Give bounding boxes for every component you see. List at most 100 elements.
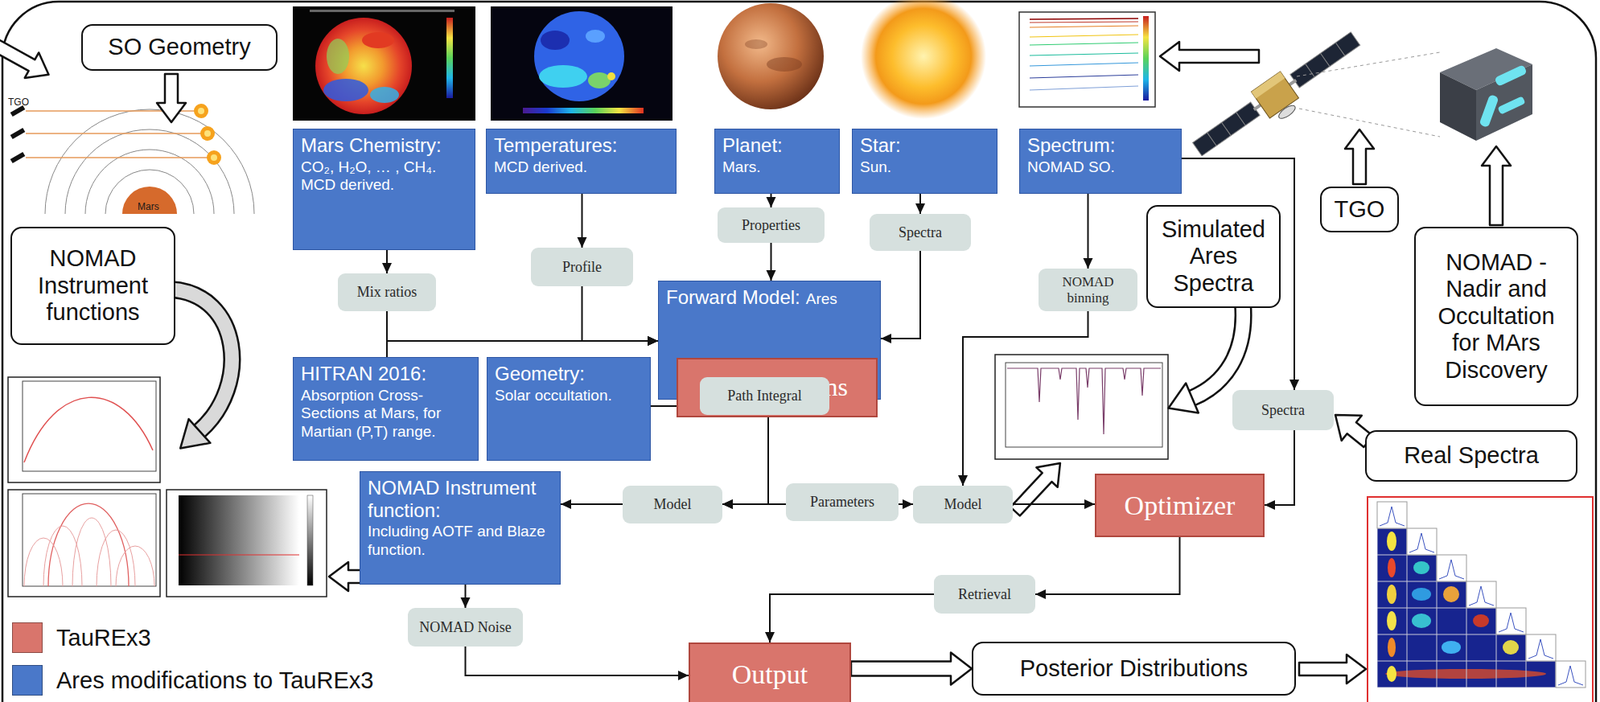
flow-arrow [386, 341, 659, 358]
flow-step-pill: NOMAD binning [1038, 268, 1138, 312]
aotf-function-plot [8, 377, 161, 483]
curved-hollow-arrow [1192, 304, 1244, 399]
temperature-map [490, 6, 673, 121]
box-heading-text: Model [653, 496, 692, 514]
nomad-instrument [1497, 95, 1526, 115]
occultation-geometry [204, 130, 211, 137]
flow-step-pill: Properties [717, 207, 825, 243]
flow-arrow [902, 499, 914, 510]
flow-arrow [915, 193, 926, 214]
nomad-instrument [1439, 72, 1477, 141]
spectrum-plot [1029, 18, 1139, 20]
box-heading-text: NOMAD binning [1044, 274, 1132, 306]
occultation-geometry [25, 132, 202, 135]
flow-arrow [647, 336, 659, 346]
flow-arrow [898, 499, 914, 510]
box-heading-text: Retrieval [958, 586, 1012, 604]
flow-arrow [766, 270, 777, 281]
box-heading-text: NOMAD - Nadir and Occultation for MArs D… [1423, 249, 1569, 384]
ares-module-box: Temperatures:MCD derived. [485, 128, 677, 194]
ares-module-box: Mars Chemistry:CO₂, H₂O, … , CH₄. MCD de… [292, 128, 476, 251]
box-heading-text: HITRAN 2016: [300, 362, 471, 386]
box-body-text: Including AOTF and Blaze function. [367, 522, 553, 560]
curved-hollow-arrow [1192, 304, 1244, 399]
hollow-flow-arrow [851, 653, 972, 686]
detector-image [307, 495, 313, 586]
flow-arrow [1264, 430, 1295, 511]
spectrum-plot [1029, 86, 1139, 91]
box-heading-text: Mars Chemistry: [300, 134, 468, 157]
corner-plot [1377, 608, 1497, 635]
box-heading-text: NOMAD Instrument function: [367, 477, 553, 522]
occultation-geometry [10, 103, 255, 214]
flow-arrow [386, 336, 659, 358]
mars-chemistry-map [361, 32, 395, 49]
box-body-text: Sun. [859, 158, 990, 177]
box-body-text: CO₂, H₂O, … , CH₄. MCD derived. [300, 158, 468, 196]
box-heading-text: Model [944, 496, 983, 514]
flow-arrow [962, 311, 1089, 486]
occultation-geometry [105, 169, 194, 214]
flow-arrow [1264, 500, 1276, 511]
mars-planet [717, 3, 824, 110]
callout-box: Simulated Ares Spectra [1146, 205, 1281, 309]
flow-step-pill: Profile [530, 247, 634, 287]
flow-arrow [1035, 537, 1181, 600]
flow-step-pill: Retrieval [933, 575, 1036, 614]
flow-arrow [722, 499, 786, 510]
flow-arrow [766, 242, 777, 281]
flow-arrow [958, 475, 968, 486]
figure-label: Mars [137, 201, 160, 213]
hollow-arrow [1159, 41, 1259, 71]
box-body-text: NOMAD SO. [1027, 158, 1174, 177]
spectrum-plot [1029, 25, 1139, 28]
corner-plot [1406, 528, 1437, 556]
tgo-satellite [1188, 25, 1370, 170]
box-body-text: Mars. [722, 158, 832, 177]
temperature-map [585, 29, 605, 43]
ares-module-box: Planet:Mars. [714, 128, 840, 194]
temperature-map [540, 30, 570, 50]
flow-arrow [766, 193, 777, 208]
corner-plot [1377, 634, 1526, 662]
flow-arrow [722, 415, 769, 505]
nomad-instrument [1476, 64, 1533, 141]
flow-arrow [1083, 193, 1094, 269]
curved-hollow-arrow [1162, 383, 1199, 424]
corner-plot [1377, 661, 1556, 688]
blaze-function-plot [115, 546, 155, 587]
box-heading-text: Posterior Distributions [1020, 655, 1249, 683]
flow-arrow [582, 286, 659, 342]
tgo-satellite [1320, 53, 1330, 66]
flow-arrow [1264, 430, 1295, 506]
flow-arrow [1083, 258, 1094, 269]
flow-arrow [647, 336, 659, 346]
view-lines [1296, 52, 1440, 137]
spectrum-plot [1029, 53, 1139, 56]
tgo-satellite [1335, 42, 1345, 56]
flow-arrow [958, 311, 1089, 486]
corner-plot [1558, 666, 1584, 686]
legend-swatch [12, 622, 43, 654]
box-heading-text: SO Geometry [107, 33, 251, 61]
mars-planet [744, 39, 768, 50]
temperature-map [538, 65, 588, 88]
mars-chemistry-map [446, 17, 453, 99]
box-body-text: MCD derived. [493, 158, 669, 177]
flow-step-pill: Model [913, 485, 1013, 524]
hollow-arrow [0, 32, 1511, 684]
flow-arrow [880, 250, 921, 344]
corner-plot [1377, 501, 1407, 529]
flow-arrow [880, 333, 892, 344]
flow-arrow [766, 197, 777, 208]
temperature-map [490, 6, 673, 121]
flow-arrow [1035, 537, 1181, 595]
corner-plot [1377, 581, 1467, 609]
corner-plot [1377, 581, 1467, 609]
box-heading-text: Spectra [1261, 402, 1305, 420]
callout-box: Real Spectra [1365, 430, 1578, 482]
hollow-arrow [1481, 146, 1511, 226]
nomad-instrument [1479, 94, 1500, 128]
hollow-arrow [1004, 453, 1071, 523]
mars-chemistry-map [292, 6, 476, 121]
